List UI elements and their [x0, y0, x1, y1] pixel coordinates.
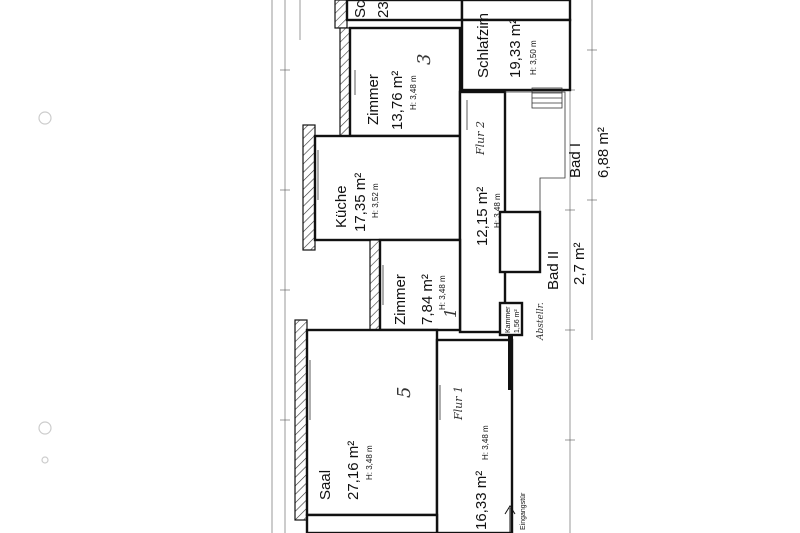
flur-1-note: Flur 1	[452, 386, 465, 421]
room-name: Bad I	[567, 143, 584, 178]
openings	[309, 70, 468, 420]
room-height: H: 3,52 m	[371, 183, 380, 218]
room-kammer: Kammer 1,56 m²	[505, 306, 521, 333]
room-name: Küche	[333, 185, 350, 228]
room-height: H: 3,48 m	[409, 75, 418, 110]
room-name: Sc	[352, 0, 369, 18]
room-name: Saal	[317, 470, 334, 500]
room-zimmer-1: Zimmer 13,76 m² H: 3,48 m	[365, 71, 418, 130]
room-zimmer-2: Zimmer 7,84 m² H: 3,48 m	[392, 274, 447, 325]
room-name: Kammer	[505, 306, 512, 333]
entrance: Eingangstür	[504, 492, 527, 533]
room-flur-1: 16,33 m² H: 3,48 m	[473, 425, 490, 530]
room-top-partial: Sc 23	[352, 0, 392, 18]
room-flur-2: 12,15 m² H: 3,48 m	[474, 187, 502, 246]
room-area: 1,56 m²	[514, 309, 521, 333]
room-height: H: 3,48 m	[481, 425, 490, 460]
room-area: 23	[375, 1, 392, 18]
mark-3: 3	[414, 54, 435, 65]
room-height: H: 3,48 m	[365, 445, 374, 480]
room-kueche: Küche 17,35 m² H: 3,52 m	[333, 173, 380, 232]
room-height: H: 3,48 m	[493, 193, 502, 228]
room-schlafzimmer: Schlafzim 19,33 m² H: 3,50 m	[475, 13, 538, 78]
room-area: 7,84 m²	[419, 274, 436, 325]
room-area: 6,88 m²	[595, 127, 612, 178]
room-name: Bad II	[545, 251, 562, 290]
room-name: Zimmer	[365, 74, 382, 125]
room-area: 12,15 m²	[474, 187, 491, 246]
room-name: Zimmer	[392, 274, 409, 325]
room-bad-1: Bad I 6,88 m²	[567, 127, 612, 178]
room-area: 19,33 m²	[507, 19, 524, 78]
room-height: H: 3,50 m	[529, 40, 538, 75]
punch-holes	[38, 111, 52, 464]
room-area: 2,7 m²	[571, 242, 588, 285]
room-area: 17,35 m²	[352, 173, 369, 232]
room-area: 27,16 m²	[345, 441, 362, 500]
room-saal: Saal 27,16 m² H: 3,48 m	[317, 441, 374, 500]
room-bad-2: Bad II 2,7 m²	[545, 242, 588, 290]
room-height: H: 3,48 m	[438, 275, 447, 310]
flur-2-note: Flur 2	[474, 121, 487, 156]
room-name: Schlafzim	[475, 13, 492, 78]
entrance-label: Eingangstür	[520, 492, 527, 530]
room-area: 13,76 m²	[389, 71, 406, 130]
room-area: 16,33 m²	[473, 471, 490, 530]
mark-5: 5	[394, 387, 415, 398]
handwritten-notes: Flur 2 Flur 1 3 5 1 Abstellr.	[394, 54, 546, 421]
walls	[294, 0, 572, 533]
stairs	[531, 87, 563, 109]
abstell-note: Abstellr.	[536, 302, 546, 341]
mark-1: 1	[441, 308, 460, 318]
